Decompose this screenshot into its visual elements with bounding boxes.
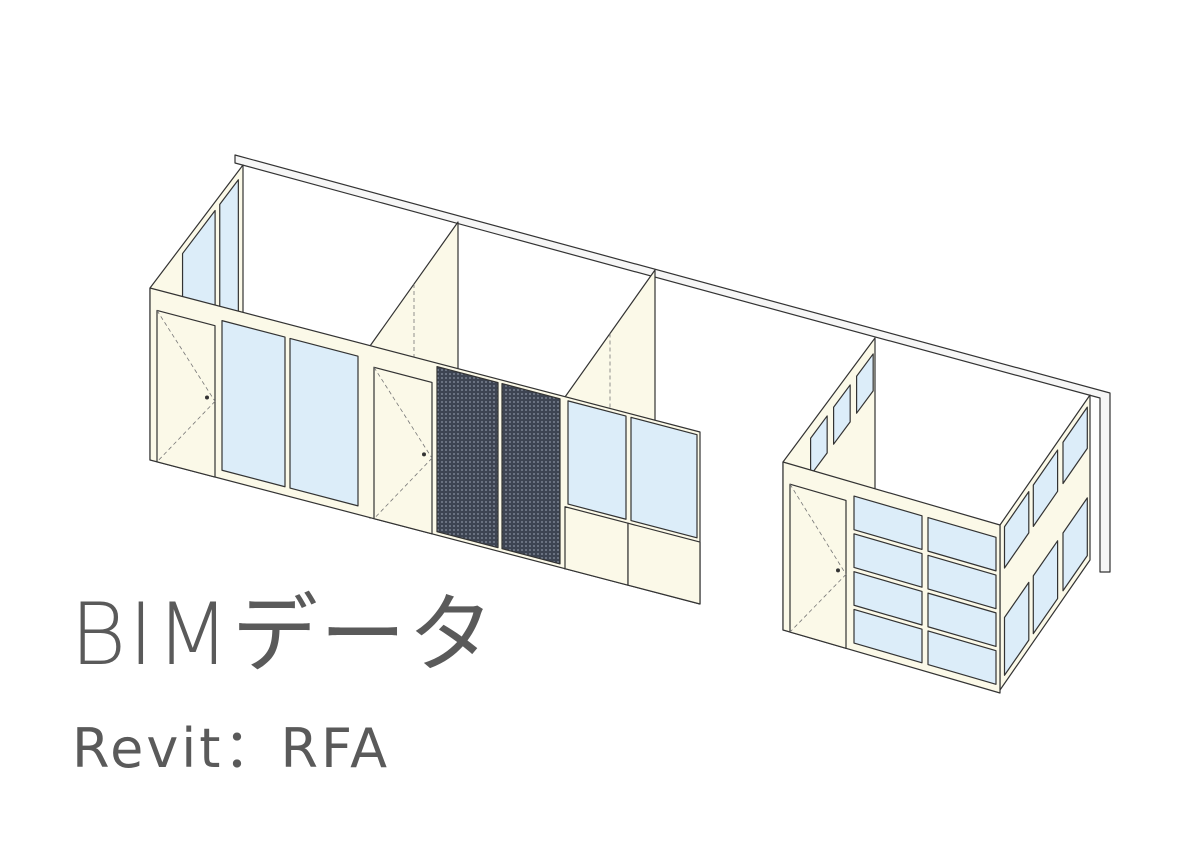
- grid-glass-panel: [853, 533, 923, 588]
- grid-glass-panel: [927, 554, 997, 610]
- back-wall: [234, 154, 1111, 573]
- side-upper-glass: [1032, 449, 1059, 528]
- glass-panel: [567, 400, 627, 520]
- door-3-handle: [836, 568, 840, 573]
- grid-glass-panel: [853, 608, 923, 664]
- grid-glass-panel: [927, 592, 997, 648]
- door-1: [156, 309, 216, 478]
- mesh-panel: [436, 365, 499, 549]
- side-lower-glass: [1032, 540, 1059, 635]
- door-1-swing-line: [156, 310, 216, 402]
- grid-glass-panel: [927, 630, 997, 685]
- grid-glass-panel: [927, 516, 997, 572]
- side-lower-glass: [1062, 497, 1088, 592]
- side-upper-glass: [1062, 406, 1088, 485]
- door-2-handle: [422, 452, 426, 457]
- grid-glass-panel: [853, 495, 923, 550]
- title: BIMデータ: [70, 585, 496, 685]
- door-2: [373, 366, 433, 535]
- side-lower-glass: [1003, 581, 1030, 676]
- side-upper-glass: [1003, 491, 1030, 569]
- glass-panel: [221, 320, 286, 488]
- lower-wall-panel: [627, 522, 701, 605]
- transom-glass: [832, 384, 851, 445]
- glass-panel: [289, 337, 359, 507]
- door-3: [789, 483, 847, 649]
- glass-panel: [630, 416, 698, 539]
- subtitle: Revit：RFA: [72, 717, 391, 780]
- door-3-swing-line: [789, 483, 847, 575]
- mesh-panel: [501, 383, 561, 565]
- door-1-handle: [205, 395, 209, 400]
- transom-glass: [809, 415, 828, 476]
- transom-glass: [855, 353, 874, 414]
- door-2-swing-line: [373, 367, 433, 459]
- grid-glass-panel: [853, 571, 923, 626]
- door-3-swing-line: [789, 574, 847, 633]
